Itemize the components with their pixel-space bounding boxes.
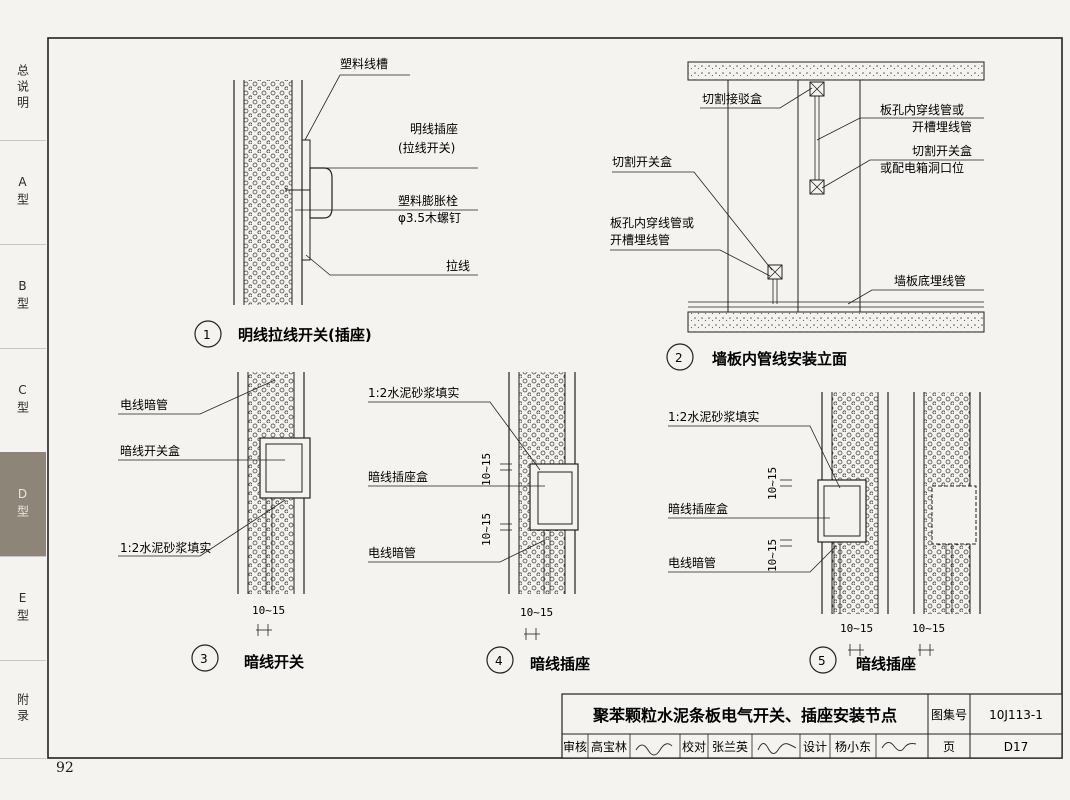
label-mortar-fill-4: 1:2水泥砂浆填实 [368,385,459,400]
label-mortar-fill-3: 1:2水泥砂浆填实 [120,540,211,555]
dim-5-top: 10~15 [766,467,779,500]
sidebar-tab-label: C型 [15,383,30,417]
dim-5-bottom-b: 10~15 [912,622,945,635]
label-concealed-conduit-3: 电线暗管 [120,397,168,412]
dim-4-mid: 10~15 [480,513,493,546]
dim-3: 10~15 [252,604,285,617]
detail-2-number: 2 [675,351,683,365]
dim-5-bottom-a: 10~15 [840,622,873,635]
detail-3 [118,372,311,672]
label-wood-screw: φ3.5木螺钉 [398,211,461,225]
label-conduit-in-hole-d: 开槽埋线管 [610,232,670,247]
detail-2 [610,61,985,371]
title-block-review-label: 审核 [563,739,587,754]
label-concealed-socket-box-4: 暗线插座盒 [368,469,428,484]
title-block-designer: 杨小东 [835,739,871,754]
detail-2-title: 墙板内管线安装立面 [712,350,847,368]
sidebar-tab-label: D型 [15,487,30,521]
checker-signature [757,743,797,754]
title-block-checker: 张兰英 [712,740,748,754]
sidebar-tab-0[interactable]: 总说明 [0,36,46,141]
label-conduit-in-hole-b: 开槽埋线管 [912,119,972,134]
label-pull-switch: (拉线开关) [398,140,455,155]
title-block-check-label: 校对 [682,739,706,754]
designer-signature [881,742,917,752]
sidebar-tab-label: A型 [15,175,30,209]
sidebar-tab-1[interactable]: A型 [0,140,46,245]
page-number: 92 [56,760,74,776]
sidebar-tab-6[interactable]: 附录 [0,660,46,759]
title-block-main-title: 聚苯颗粒水泥条板电气开关、插座安装节点 [592,706,897,725]
detail-3-number: 3 [200,652,208,666]
label-cut-junction-box: 切割接驳盒 [702,91,762,106]
detail-1-number: 1 [203,328,211,342]
sidebar: 总说明 A型 B型 C型 D型 E型附录 [0,36,46,759]
dim-4-top: 10~15 [480,453,493,486]
label-pull-cord: 拉线 [446,258,470,273]
detail-1-title: 明线拉线开关(插座) [238,326,372,344]
label-conduit-in-hole-a: 板孔内穿线管或 [880,102,964,117]
detail-4 [368,372,579,674]
reviewer-signature [635,743,673,756]
label-cut-switch-box-b: 或配电箱洞口位 [880,160,964,175]
detail-5 [668,392,981,674]
label-concealed-conduit-4: 电线暗管 [368,545,416,560]
label-mortar-fill-5: 1:2水泥砂浆填实 [668,409,759,424]
sidebar-tab-label: E型 [15,591,30,625]
label-cut-switch-box-a: 切割开关盒 [912,143,972,158]
detail-4-number: 4 [495,654,503,668]
detail-5-number: 5 [818,654,826,668]
sidebar-tab-label: 总说明 [15,64,30,112]
sheet-frame [47,37,1063,759]
sidebar-tab-label: B型 [15,279,30,313]
title-block-design-label: 设计 [803,740,827,754]
dim-5-mid: 10~15 [766,539,779,572]
label-surface-socket: 明线插座 [410,121,458,136]
sidebar-tab-5[interactable]: E型 [0,556,46,661]
sidebar-tab-2[interactable]: B型 [0,244,46,349]
sidebar-tab-label: 附录 [15,693,30,725]
label-plastic-trough: 塑料线槽 [340,56,388,71]
label-plastic-anchor: 塑料膨胀栓 [398,193,458,208]
detail-1 [194,74,478,348]
label-conduit-in-hole-c: 板孔内穿线管或 [610,215,694,230]
title-block-page-no: D17 [1004,740,1029,754]
title-block-reviewer: 高宝林 [591,739,627,754]
label-concealed-conduit-5: 电线暗管 [668,555,716,570]
label-cut-switch-box: 切割开关盒 [612,154,672,169]
detail-4-title: 暗线插座 [530,655,590,673]
detail-5-title: 暗线插座 [856,655,916,673]
dim-4-bottom: 10~15 [520,606,553,619]
title-block-atlas-no: 10J113-1 [989,708,1043,722]
label-floor-conduit: 墙板底埋线管 [894,273,966,288]
label-concealed-socket-box-5: 暗线插座盒 [668,501,728,516]
label-concealed-switch-box: 暗线开关盒 [120,443,180,458]
title-block-page-label: 页 [943,740,955,754]
detail-3-title: 暗线开关 [244,653,304,671]
title-block [561,693,1063,759]
sidebar-tab-4[interactable]: D型 [0,452,46,557]
title-block-atlas-label: 图集号 [931,707,967,722]
